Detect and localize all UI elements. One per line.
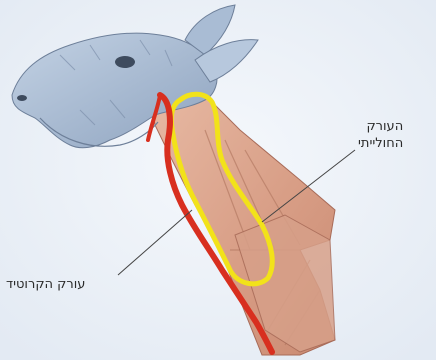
label-carotid-artery: עורק הקרוטיד [6,276,85,293]
goat-eye [115,56,135,68]
label-vertebral-line1: העורק [358,118,403,135]
label-vertebral-line2: החולייתי [358,135,403,152]
label-vertebral-artery: העורק החולייתי [358,118,403,152]
goat-nostril [17,95,27,101]
